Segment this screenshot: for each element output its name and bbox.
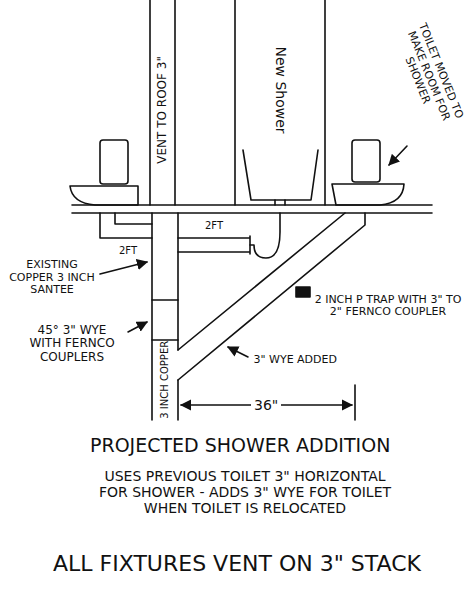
dimension: 2FT	[119, 245, 137, 257]
pipe-label: 3 INCH COPPER	[159, 341, 171, 419]
note: TOILET MOVED TO MAKE ROOM FOR SHOWER	[391, 20, 465, 132]
leader-line	[128, 322, 147, 332]
toilet-left	[70, 140, 138, 205]
dimension: 2FT	[205, 220, 223, 232]
floor	[72, 205, 432, 213]
callout-text: 45° 3" WYE WITH FERNCO COUPLERS	[22, 324, 122, 365]
leader-line	[389, 146, 407, 165]
vent-stack	[150, 0, 175, 205]
leader-line	[228, 347, 248, 357]
callout-text: 2 INCH P TRAP WITH 3" TO 2" FERNCO COUPL…	[313, 294, 463, 319]
coupler-mark	[152, 300, 178, 340]
dimension-tick	[354, 385, 356, 420]
santee-branch	[100, 213, 152, 238]
note: USES PREVIOUS TOILET 3" HORIZONTAL FOR S…	[95, 468, 395, 516]
title: PROJECTED SHOWER ADDITION	[90, 435, 390, 457]
fixture-label: New Shower	[272, 46, 288, 133]
horizontal-pipe	[178, 236, 250, 254]
pipe-label: VENT TO ROOF 3"	[156, 56, 170, 164]
dimension: 36"	[251, 397, 281, 413]
leader-line	[100, 262, 147, 274]
shower	[235, 0, 325, 205]
note: ALL FIXTURES VENT ON 3" STACK	[12, 551, 462, 576]
drain-stack	[152, 213, 178, 420]
toilet-right	[332, 140, 404, 205]
p-trap	[250, 213, 280, 258]
callout-text: 3" WYE ADDED	[254, 354, 337, 367]
scribble	[296, 287, 310, 297]
callout-text: EXISTING COPPER 3 INCH SANTEE	[6, 259, 98, 297]
